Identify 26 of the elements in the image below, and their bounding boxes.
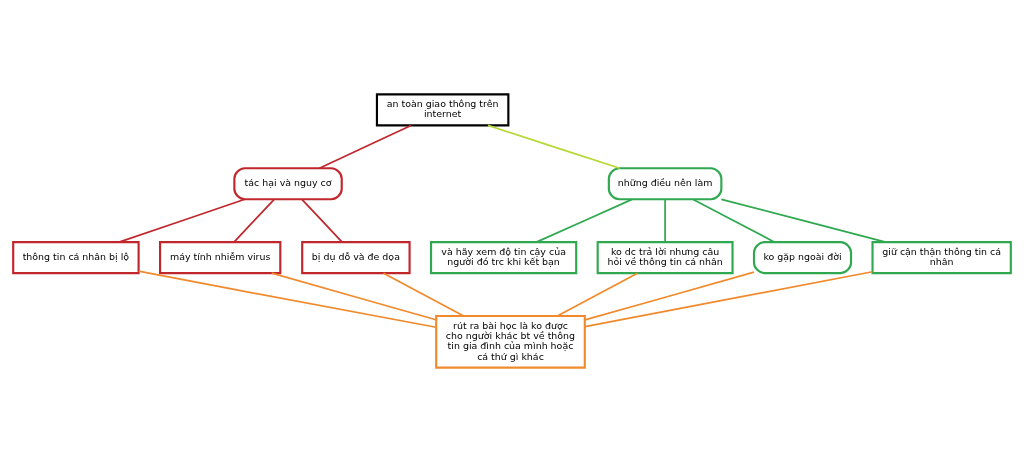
node-box: và hãy xem độ tin cậy của người đó trc khi kết bạn: [429, 240, 578, 274]
node-box: ko gặp ngoài đời: [752, 240, 853, 274]
node-box: an toàn giao thông trên internet: [375, 92, 510, 126]
connector: [318, 124, 412, 169]
connector: [556, 271, 639, 317]
connector: [382, 271, 465, 317]
node-box: giữ cận thận thông tin cá nhân: [871, 240, 1012, 274]
node-box: tác hại và nguy cơ: [233, 166, 343, 200]
connector: [664, 198, 666, 243]
connector: [118, 197, 246, 243]
connector: [692, 198, 776, 243]
connector: [233, 198, 275, 243]
connector: [301, 198, 343, 243]
node-box: rút ra bài học là ko được cho người khác bt về thông tin gia đình của mình hoặc cá thứ gì khác: [435, 314, 586, 369]
connector: [584, 270, 874, 328]
node-box: thông tin cá nhân bị lộ: [12, 240, 140, 274]
node-box: những điều nên làm: [607, 166, 723, 200]
connector: [137, 269, 437, 328]
node-box: bị dụ dỗ và đe dọa: [301, 240, 411, 274]
connector: [487, 124, 621, 169]
connector: [584, 270, 755, 321]
connector: [720, 197, 887, 243]
connector: [270, 271, 437, 321]
node-box: máy tính nhiễm virus: [159, 240, 282, 274]
node-box: ko dc trả lời nhưng câu hỏi về thông tin cá nhân: [596, 240, 734, 274]
connector: [535, 198, 633, 243]
